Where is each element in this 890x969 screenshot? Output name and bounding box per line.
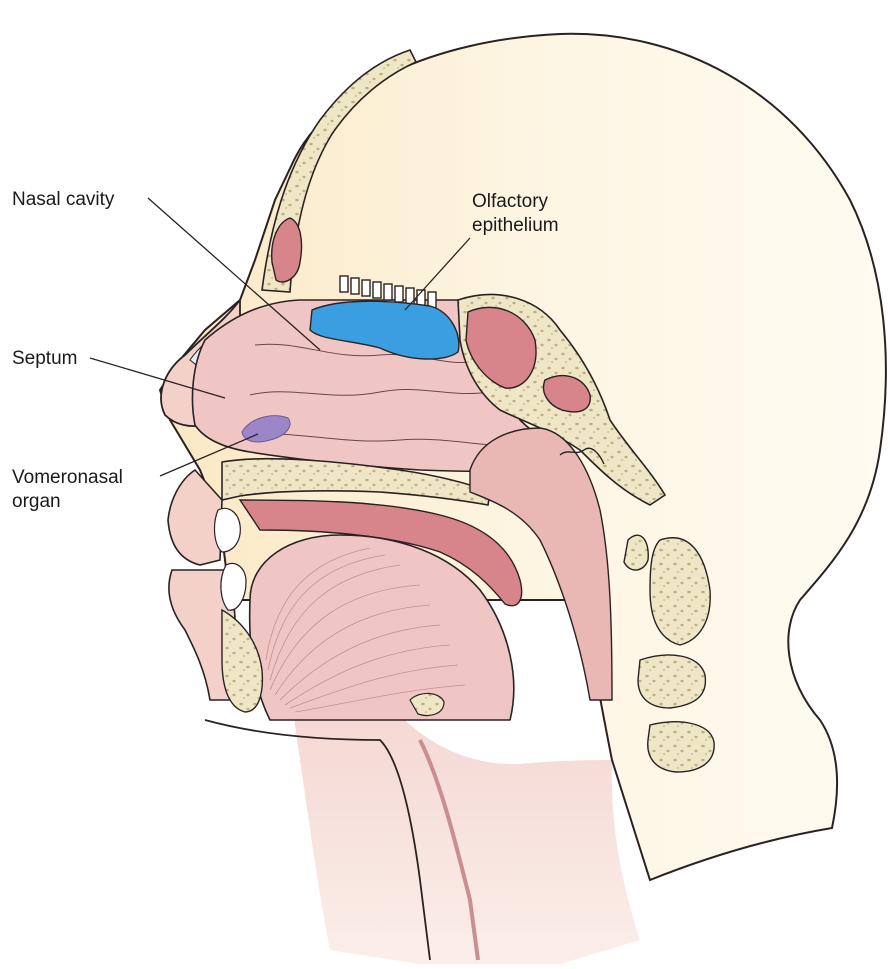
label-nasal-cavity-text: Nasal cavity	[12, 188, 114, 212]
label-vomeronasal-line-1: Vomeronasal	[12, 466, 123, 490]
head-outline	[290, 690, 640, 964]
lower-teeth	[221, 564, 246, 611]
label-septum-text: Septum	[12, 347, 77, 371]
label-olfactory-epithelium: Olfactory epithelium	[472, 190, 559, 238]
label-septum: Septum	[12, 347, 77, 371]
label-vomeronasal-organ: Vomeronasal organ	[12, 466, 123, 514]
label-olfactory-line-1: Olfactory	[472, 190, 559, 214]
label-vomeronasal-line-2: organ	[12, 490, 123, 514]
label-olfactory-line-2: epithelium	[472, 214, 559, 238]
label-nasal-cavity: Nasal cavity	[12, 188, 114, 212]
